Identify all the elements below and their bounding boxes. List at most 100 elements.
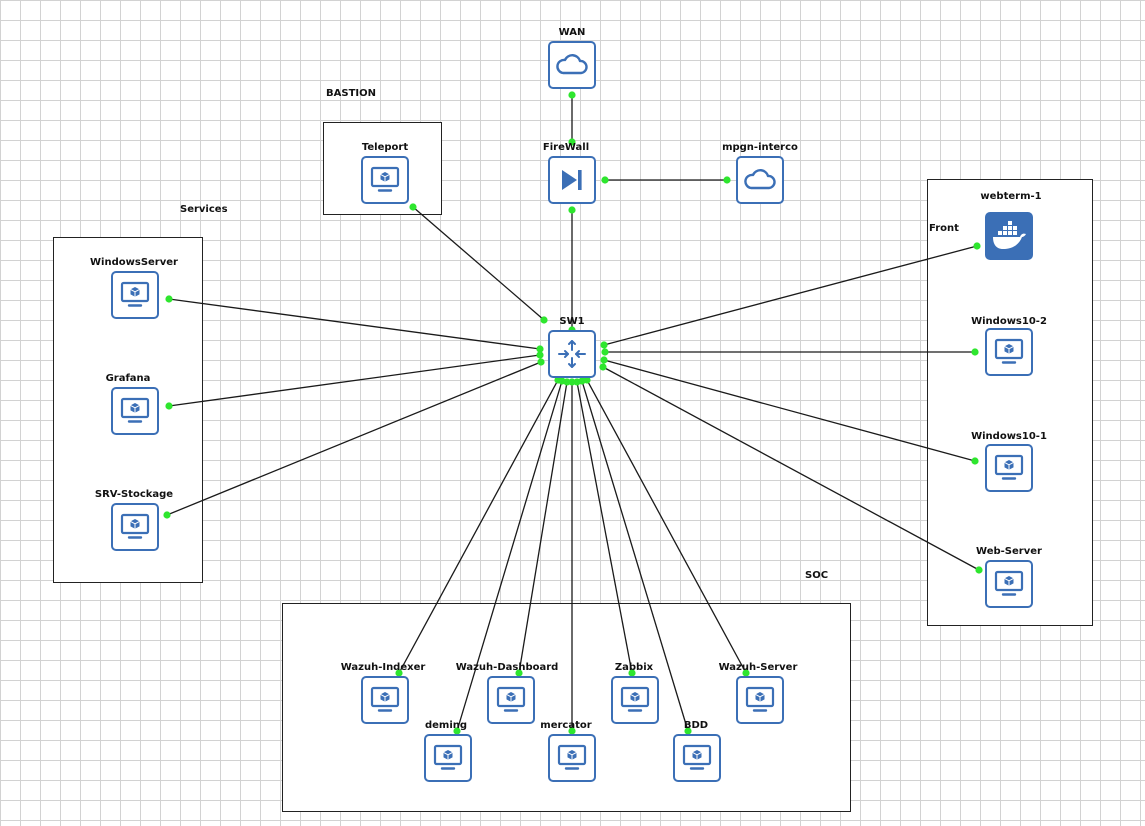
switch-icon <box>558 340 586 368</box>
node-label-mercator: mercator <box>540 720 592 731</box>
link-firewall-sw1[interactable] <box>568 206 576 334</box>
link-endpoint-dot <box>165 402 173 410</box>
link-endpoint-dot <box>536 351 544 359</box>
link-endpoint-dot <box>583 376 591 384</box>
link-win102-sw1[interactable] <box>601 348 979 356</box>
link-endpoint-dot <box>165 295 173 303</box>
link-endpoint-dot <box>409 203 417 211</box>
link-endpoint-dot <box>563 378 571 386</box>
link-endpoint-dot <box>395 669 403 677</box>
node-label-wazuhdashboard: Wazuh-Dashboard <box>455 662 559 673</box>
link-endpoint-dot <box>971 348 979 356</box>
link-endpoint-dot <box>453 727 461 735</box>
node-deming[interactable] <box>424 734 472 782</box>
link-endpoint-dot <box>600 356 608 364</box>
node-bdd[interactable] <box>673 734 721 782</box>
link-webserver-sw1[interactable] <box>599 363 983 574</box>
link-line <box>603 359 976 462</box>
group-front[interactable] <box>927 179 1093 626</box>
link-endpoint-dot <box>568 138 576 146</box>
link-wan-firewall[interactable] <box>568 91 576 146</box>
monitor-icon <box>120 281 150 307</box>
link-endpoint-dot <box>723 176 731 184</box>
node-webterm[interactable] <box>985 212 1033 260</box>
node-label-win102: Windows10-2 <box>971 316 1047 327</box>
link-line <box>412 206 545 321</box>
link-firewall-mpgn[interactable] <box>601 176 731 184</box>
link-endpoint-dot <box>742 669 750 677</box>
node-label-wazuhindexer: Wazuh-Indexer <box>340 662 426 673</box>
node-sw1[interactable] <box>548 330 596 378</box>
node-mercator[interactable] <box>548 734 596 782</box>
node-label-wan: WAN <box>558 27 586 38</box>
monitor-icon <box>557 744 587 770</box>
group-label-services: Services <box>180 204 228 215</box>
group-label-bastion: BASTION <box>326 88 376 99</box>
node-webserver[interactable] <box>985 560 1033 608</box>
monitor-icon <box>994 338 1024 364</box>
link-deming-sw1[interactable] <box>453 377 566 735</box>
node-wazuhserver[interactable] <box>736 676 784 724</box>
link-endpoint-dot <box>971 457 979 465</box>
node-label-zabbix: Zabbix <box>614 662 654 673</box>
link-line <box>581 380 689 732</box>
link-webterm-sw1[interactable] <box>600 242 981 349</box>
docker-icon <box>993 221 1026 249</box>
cloud-icon <box>744 169 776 190</box>
node-wan[interactable] <box>548 41 596 89</box>
node-wazuhindexer[interactable] <box>361 676 409 724</box>
node-label-windowsserver: WindowsServer <box>90 257 178 268</box>
link-endpoint-dot <box>628 669 636 677</box>
node-firewall[interactable] <box>548 156 596 204</box>
node-windowsserver[interactable] <box>111 271 159 319</box>
link-line <box>168 354 541 407</box>
link-endpoint-dot <box>568 91 576 99</box>
node-wazuhdashboard[interactable] <box>487 676 535 724</box>
node-label-webterm: webterm-1 <box>980 191 1042 202</box>
link-endpoint-dot <box>515 669 523 677</box>
link-wazuhdashboard-sw1[interactable] <box>515 378 571 677</box>
link-wazuhserver-sw1[interactable] <box>583 376 750 677</box>
node-label-bdd: BDD <box>683 720 709 731</box>
monitor-icon <box>370 166 400 192</box>
link-wazuhindexer-sw1[interactable] <box>395 376 562 677</box>
group-label-front: Front <box>929 223 959 234</box>
link-endpoint-dot <box>568 378 576 386</box>
link-endpoint-dot <box>600 341 608 349</box>
monitor-icon <box>994 570 1024 596</box>
monitor-icon <box>496 686 526 712</box>
monitor-icon <box>120 513 150 539</box>
node-teleport[interactable] <box>361 156 409 204</box>
node-mpgn[interactable] <box>736 156 784 204</box>
node-grafana[interactable] <box>111 387 159 435</box>
cloud-icon <box>556 54 588 75</box>
link-endpoint-dot <box>599 363 607 371</box>
link-endpoint-dot <box>536 345 544 353</box>
link-line <box>576 381 633 674</box>
link-grafana-sw1[interactable] <box>165 351 544 410</box>
monitor-icon <box>433 744 463 770</box>
node-zabbix[interactable] <box>611 676 659 724</box>
node-label-sw1: SW1 <box>559 316 585 327</box>
node-label-srvstockage: SRV-Stockage <box>94 489 174 500</box>
node-win101[interactable] <box>985 444 1033 492</box>
link-win101-sw1[interactable] <box>600 356 979 465</box>
node-srvstockage[interactable] <box>111 503 159 551</box>
node-label-wazuhserver: Wazuh-Server <box>718 662 798 673</box>
monitor-icon <box>620 686 650 712</box>
monitor-icon <box>370 686 400 712</box>
link-endpoint-dot <box>540 316 548 324</box>
link-mercator-sw1[interactable] <box>568 378 576 735</box>
firewall-icon <box>562 170 582 190</box>
link-windowsserver-sw1[interactable] <box>165 295 544 353</box>
link-srvstockage-sw1[interactable] <box>163 358 545 519</box>
link-teleport-sw1[interactable] <box>409 203 548 324</box>
link-line <box>602 366 980 571</box>
link-endpoint-dot <box>601 348 609 356</box>
link-line <box>518 381 568 674</box>
node-win102[interactable] <box>985 328 1033 376</box>
node-label-deming: deming <box>424 720 468 731</box>
monitor-icon <box>994 454 1024 480</box>
link-endpoint-dot <box>568 206 576 214</box>
